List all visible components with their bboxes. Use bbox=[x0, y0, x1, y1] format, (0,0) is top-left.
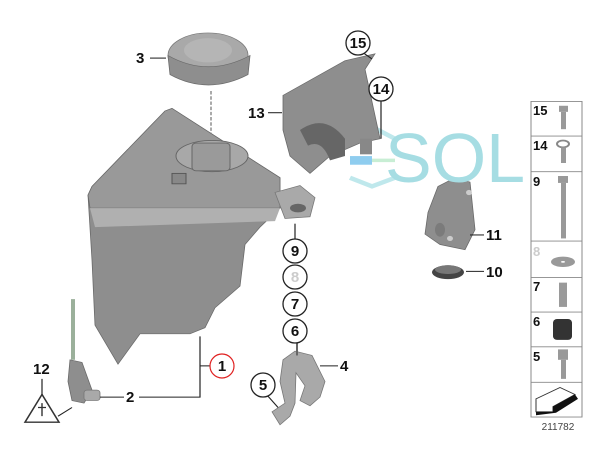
legend-label-15: 15 bbox=[533, 103, 547, 118]
callout-3[interactable]: 3 bbox=[136, 50, 144, 67]
callout-8[interactable]: 8 bbox=[291, 269, 299, 286]
fastener-legend bbox=[530, 101, 583, 418]
legend-label-6: 6 bbox=[533, 314, 540, 329]
callout-15[interactable]: 15 bbox=[350, 35, 367, 52]
callout-13[interactable]: 13 bbox=[248, 105, 265, 122]
callout-4[interactable]: 4 bbox=[340, 358, 349, 375]
legend-label-8: 8 bbox=[533, 244, 540, 259]
callout-5[interactable]: 5 bbox=[259, 377, 267, 394]
legend-label-7: 7 bbox=[533, 279, 540, 294]
expansion-tank-part bbox=[87, 107, 316, 365]
leader-lines bbox=[41, 51, 484, 417]
callout-11[interactable]: 11 bbox=[486, 227, 502, 244]
cover-part bbox=[282, 53, 381, 174]
highlight-circle bbox=[209, 353, 235, 379]
bracket-part bbox=[424, 177, 476, 251]
grommet-part bbox=[432, 265, 464, 280]
callout-9[interactable]: 9 bbox=[291, 243, 299, 260]
callout-14[interactable]: 14 bbox=[373, 81, 390, 98]
watermark-text: SOL bbox=[385, 119, 525, 197]
mount-bracket-part bbox=[271, 338, 326, 426]
callout-2[interactable]: 2 bbox=[126, 389, 134, 406]
level-sensor-part bbox=[67, 299, 101, 404]
warning-triangle-icon bbox=[23, 393, 61, 423]
callout-7[interactable]: 7 bbox=[291, 296, 299, 313]
callout-10[interactable]: 10 bbox=[486, 264, 503, 281]
cap-part bbox=[167, 32, 251, 161]
legend-label-5: 5 bbox=[533, 349, 540, 364]
callout-12[interactable]: 12 bbox=[33, 361, 50, 378]
diagram-number: 211782 bbox=[542, 422, 575, 433]
legend-label-9: 9 bbox=[533, 174, 540, 189]
legend-label-14: 14 bbox=[533, 138, 548, 153]
callout-6[interactable]: 6 bbox=[291, 323, 299, 340]
callout-1[interactable]: 1 bbox=[218, 358, 226, 375]
